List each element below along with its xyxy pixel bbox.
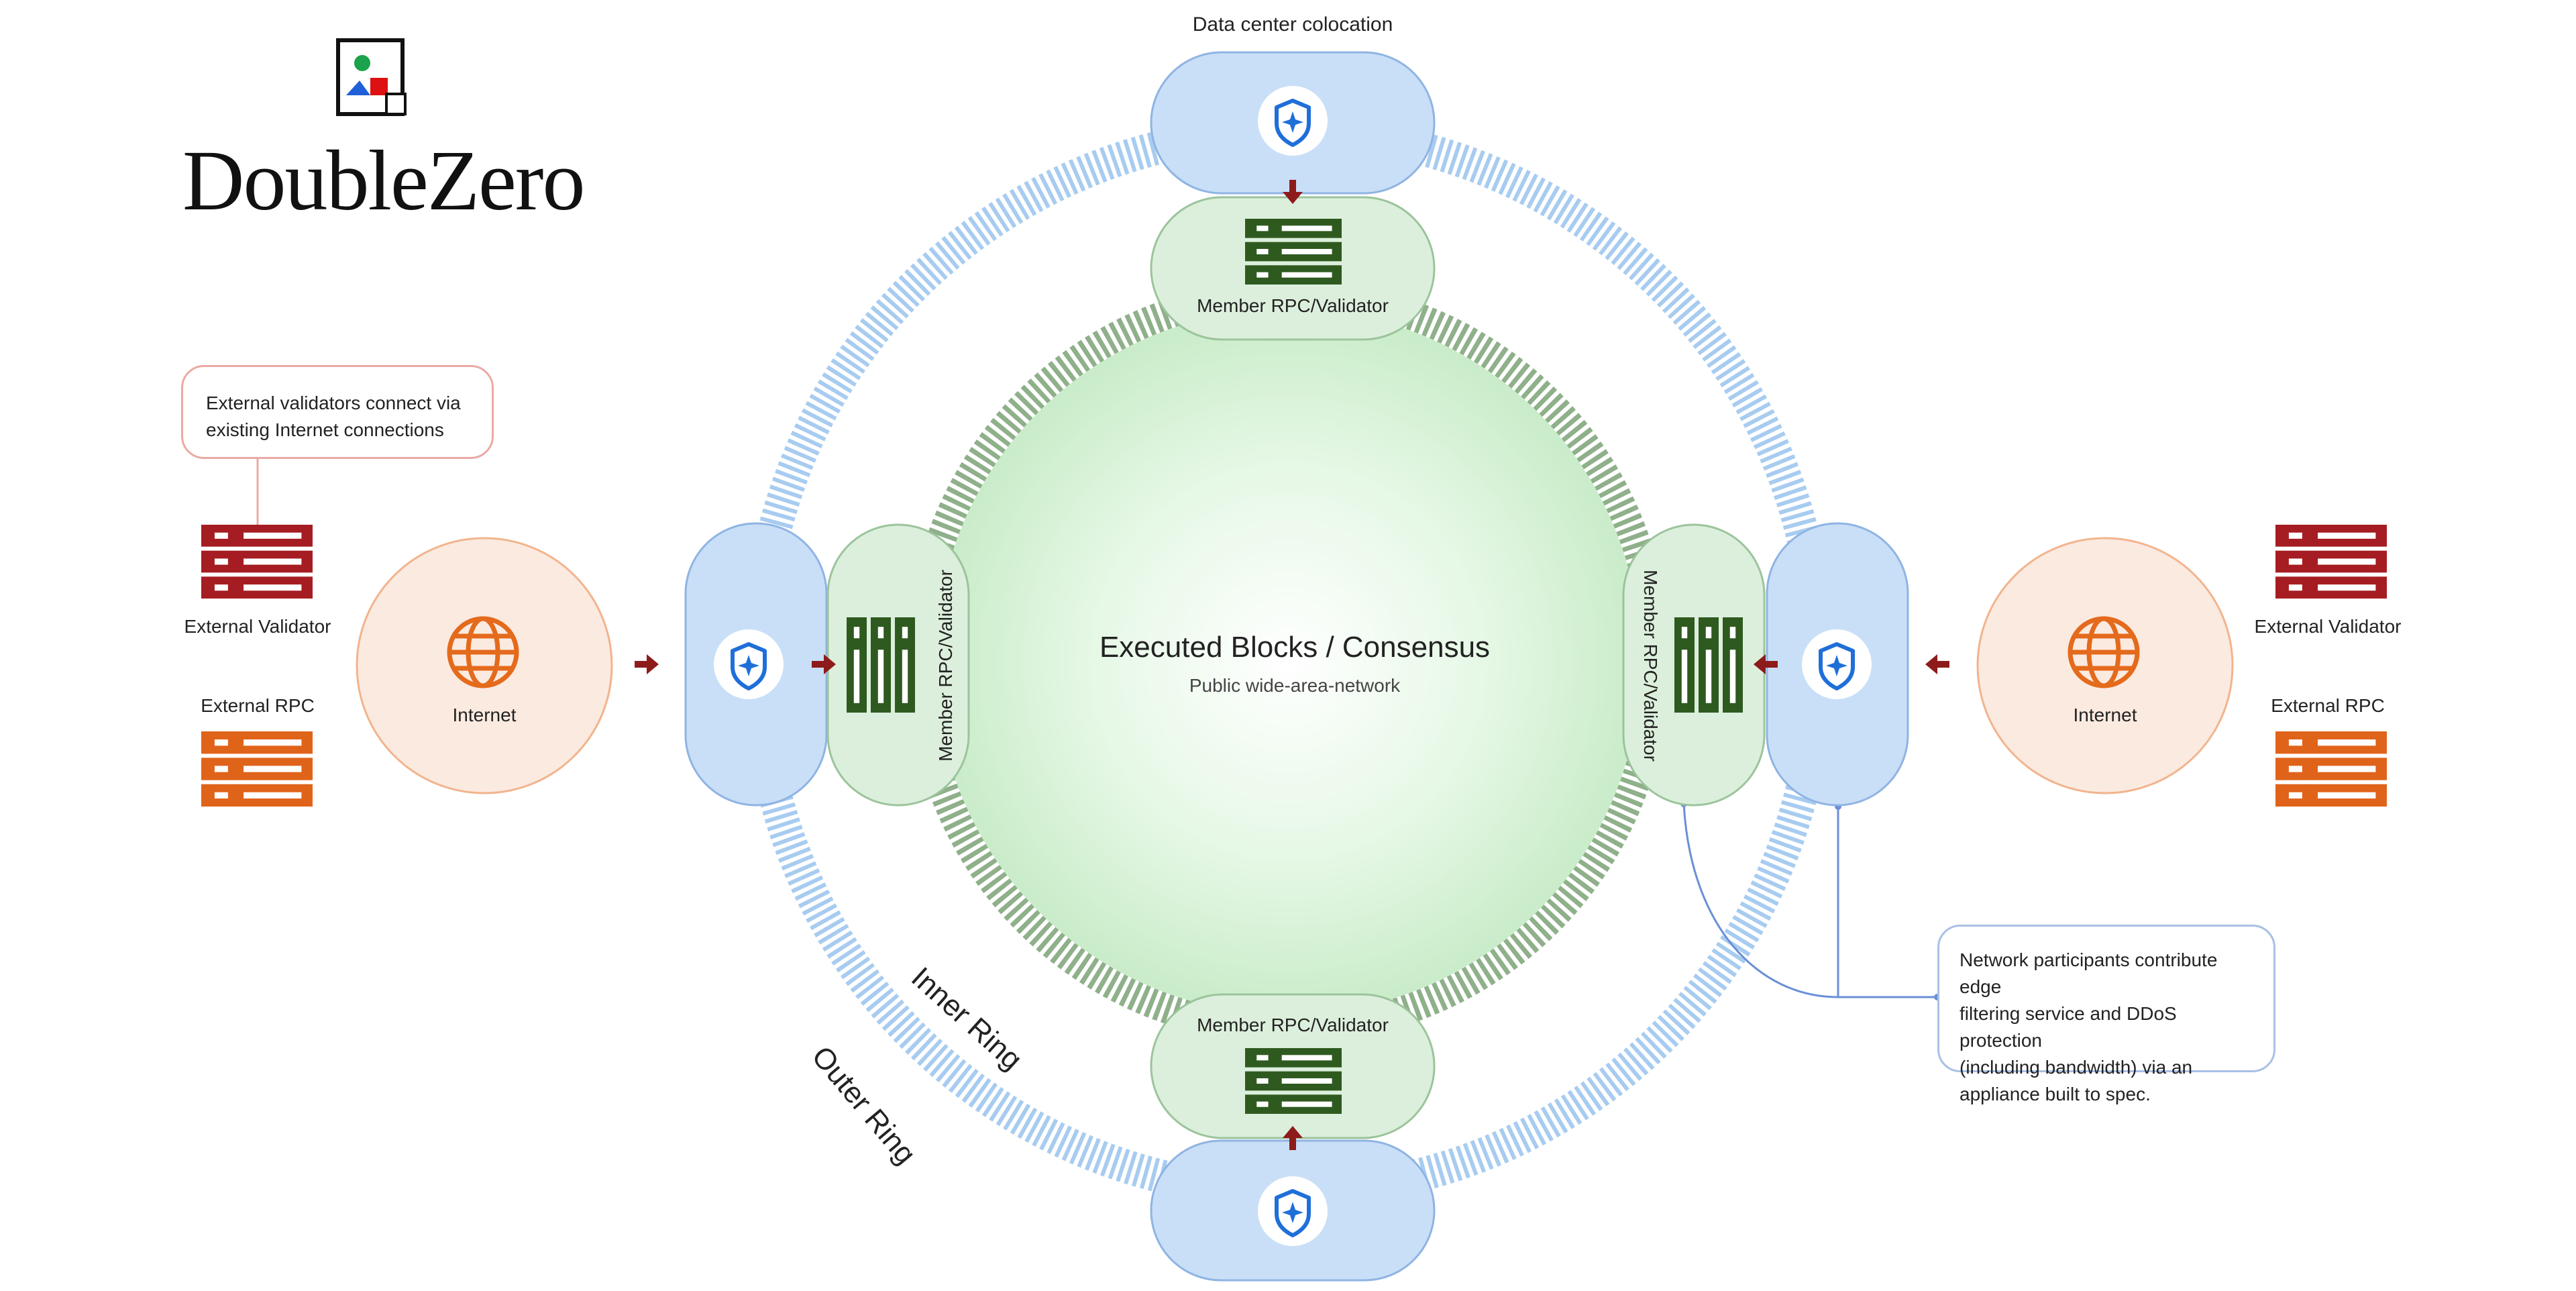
logo-wordmark: DoubleZero [182, 133, 585, 228]
data-center-label: Data center colocation [1192, 13, 1393, 36]
server-icon [1245, 1048, 1342, 1114]
arrow-icon [1283, 1126, 1303, 1150]
server-icon [201, 525, 313, 599]
member-label-left: Member RPC/Validator [935, 570, 956, 762]
external-note-line: existing Internet connections [206, 419, 444, 440]
arrow-icon [1925, 654, 1949, 674]
server-icon [847, 617, 915, 713]
server-icon [1245, 219, 1342, 285]
center-title: Executed Blocks / Consensus [1099, 631, 1491, 664]
shield-icon [1258, 86, 1328, 156]
internet-label-right: Internet [2073, 705, 2137, 725]
globe-icon [447, 616, 519, 688]
external-validator-label-right: External Validator [2254, 616, 2402, 637]
internet-circle-right [1976, 537, 2234, 794]
network-note-line: appliance built to spec. [1960, 1084, 2151, 1104]
external-rpc-label-right: External RPC [2271, 695, 2385, 716]
external-validator-label-left: External Validator [184, 616, 331, 637]
shield-icon [1258, 1176, 1328, 1246]
internet-label-left: Internet [452, 705, 517, 725]
member-label-right: Member RPC/Validator [1640, 570, 1661, 762]
server-icon [2275, 731, 2387, 807]
connector-line [1682, 803, 1937, 998]
center-glow [935, 309, 1641, 1015]
center-subtitle: Public wide-area-network [1189, 675, 1401, 696]
arrow-icon [1754, 654, 1778, 674]
arrow-icon [1283, 180, 1303, 204]
external-rpc-label-left: External RPC [201, 695, 315, 716]
network-note-line: filtering service and DDoS protection [1960, 1003, 2177, 1051]
external-note: External validators connect via existing… [181, 365, 494, 459]
globe-icon [2068, 616, 2140, 688]
network-note-line: (including bandwidth) via an [1960, 1057, 2193, 1078]
shield-icon [714, 629, 784, 699]
member-label-top: Member RPC/Validator [1197, 295, 1389, 316]
shield-icon [1802, 629, 1872, 699]
arrow-icon [635, 654, 659, 674]
network-note: Network participants contribute edge fil… [1937, 925, 2275, 1104]
internet-circle-left [356, 537, 613, 794]
server-icon [201, 731, 313, 807]
arrow-icon [812, 654, 836, 674]
server-icon [1674, 617, 1743, 713]
logo-icon [335, 38, 409, 118]
member-label-bottom: Member RPC/Validator [1197, 1015, 1389, 1035]
server-icon [2275, 525, 2387, 599]
network-note-line: Network participants contribute edge [1960, 949, 2218, 997]
external-note-line: External validators connect via [206, 393, 461, 413]
